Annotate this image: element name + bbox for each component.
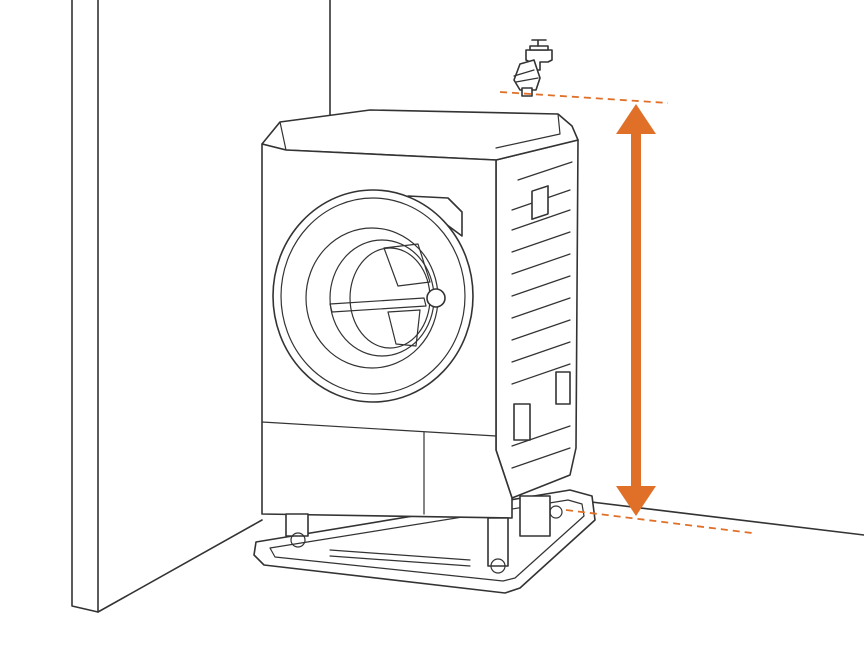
door-inner-ring	[280, 197, 466, 395]
side-handle-left-bottom	[513, 403, 531, 441]
side-handle-top	[531, 185, 549, 220]
drum-paddle-bottom	[387, 309, 421, 347]
door-outer-ring	[272, 189, 474, 403]
machine-feet	[285, 495, 563, 574]
tray-inner	[269, 499, 585, 582]
faucet-height-reference-line	[499, 91, 669, 104]
water-faucet-icon	[513, 39, 553, 97]
drum-paddle-top	[383, 243, 431, 287]
arrow-shaft	[631, 130, 641, 490]
door-latch	[426, 288, 446, 308]
machine-base-line	[261, 421, 497, 515]
side-handle-right-bottom	[555, 371, 571, 405]
arrow-head-top	[616, 104, 656, 134]
washing-machine-icon	[261, 109, 579, 574]
machine-top-edge	[279, 113, 561, 151]
tray-rib	[329, 549, 471, 567]
left-wall-column	[71, 0, 99, 613]
drum-paddle-left	[329, 297, 427, 313]
floor-height-reference-line	[565, 509, 753, 534]
arrow-head-bottom	[616, 486, 656, 516]
floor-back-edge	[574, 499, 864, 536]
height-arrow-icon	[616, 104, 656, 516]
machine-door	[272, 189, 474, 403]
floor-left-edge	[97, 519, 263, 613]
